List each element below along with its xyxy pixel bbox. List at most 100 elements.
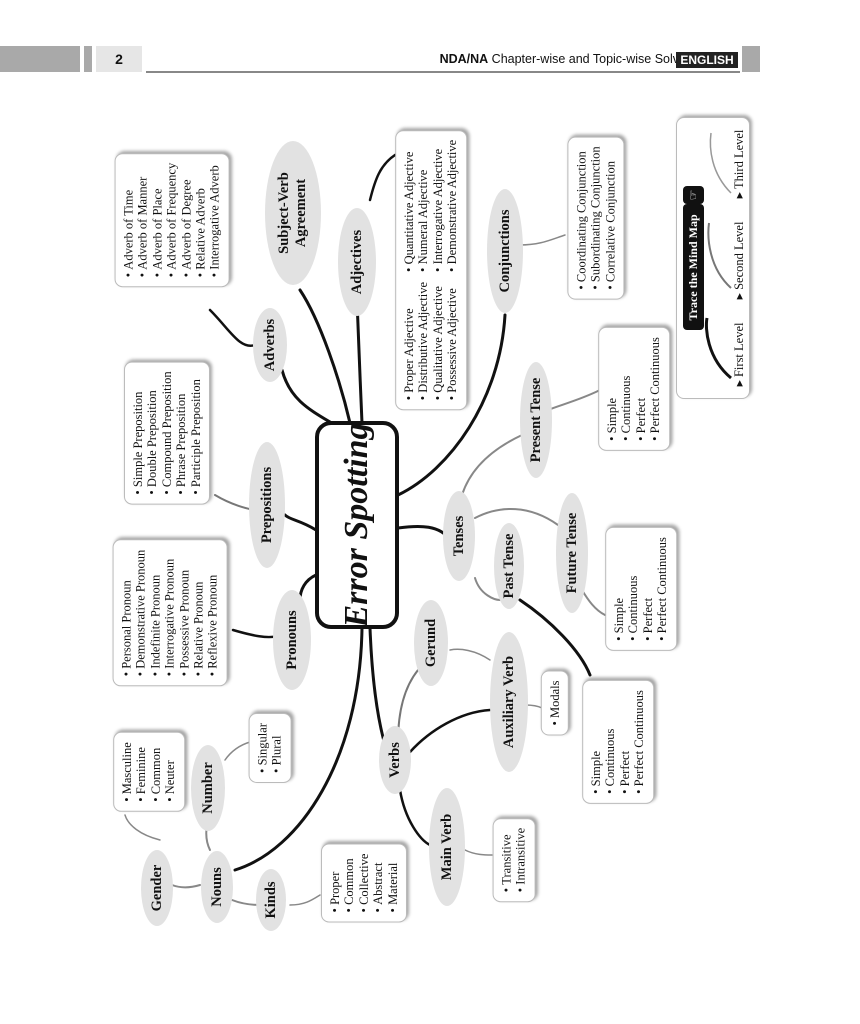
list-item: Transitive	[500, 828, 514, 892]
node-prepositions-label: Prepositions	[258, 466, 275, 544]
third-level-curve	[709, 132, 732, 194]
node-gender: Gender	[141, 850, 173, 926]
list-item: Phrase Preposition	[174, 371, 188, 494]
list-item: Indefinite Pronoun	[148, 550, 162, 677]
node-number-label: Number	[199, 762, 216, 814]
node-main-verb-label: Main Verb	[438, 813, 455, 881]
connector-gender-list	[124, 814, 161, 841]
connector-adjectives-list	[368, 153, 397, 202]
list-item: Simple Preposition	[131, 371, 145, 494]
node-present-tense: Present Tense	[520, 362, 552, 478]
header-bar-left-accent	[84, 46, 92, 72]
list-item: Interrogative Adjective	[431, 140, 445, 272]
list-item: Interrogative Adverb	[208, 163, 222, 277]
node-subject-verb-label: Subject-Verb Agreement	[276, 172, 309, 254]
pointing-hand-icon: ☞	[683, 185, 704, 205]
list-kinds: Proper Common Collective Abstract Materi…	[320, 843, 408, 923]
node-nouns-label: Nouns	[208, 867, 225, 907]
node-past-tense-label: Past Tense	[500, 533, 517, 599]
connector-adjectives	[355, 298, 364, 425]
node-tenses-label: Tenses	[450, 515, 467, 557]
node-subject-verb-agreement: Subject-Verb Agreement	[265, 141, 321, 285]
list-item: Simple	[612, 537, 626, 641]
connector-past-list	[518, 598, 592, 677]
list-main-verb: Transitive Intransitive	[492, 817, 536, 903]
list-item: Adverb of Manner	[136, 163, 150, 277]
level-label: First Level	[732, 322, 746, 378]
level-curves	[704, 132, 732, 380]
list-item: Quantitative Adjective	[402, 140, 416, 272]
arrow-right-icon: ▸	[732, 289, 746, 300]
node-tenses: Tenses	[443, 491, 475, 581]
list-item: Abstract	[371, 854, 385, 913]
node-conjunctions-label: Conjunctions	[496, 209, 513, 293]
node-past-tense: Past Tense	[494, 523, 524, 609]
list-item: Possessive Pronoun	[177, 550, 191, 677]
node-gerund-label: Gerund	[422, 618, 439, 668]
node-gender-label: Gender	[148, 864, 165, 912]
node-adjectives-label: Adjectives	[348, 229, 365, 295]
node-prepositions: Prepositions	[249, 442, 285, 568]
connector-nouns	[233, 626, 364, 872]
list-item: Demonstrative Adjective	[445, 140, 459, 272]
list-item: Plural	[270, 723, 284, 773]
central-topic: Error Spotting	[315, 421, 399, 629]
list-item: Perfect	[634, 337, 648, 441]
node-main-verb: Main Verb	[429, 788, 465, 906]
connector-tenses-present	[461, 434, 523, 496]
node-adverbs: Adverbs	[253, 308, 287, 382]
list-item: Perfect Continuous	[655, 537, 669, 641]
list-adjectives-col-2: Quantitative Adjective Numeral Adjective…	[402, 140, 460, 272]
list-auxiliary-verb: Modals	[540, 670, 570, 736]
list-item: Compound Preposition	[160, 371, 174, 494]
list-item: Numeral Adjective	[417, 140, 431, 272]
list-adjectives: Proper Adjective Distributive Adjective …	[395, 129, 467, 411]
list-item: Simple	[589, 690, 603, 794]
list-past-tense: Simple Continuous Perfect Perfect Contin…	[582, 680, 654, 804]
list-number: Singular Plural	[248, 713, 292, 783]
trace-legend: Trace the Mind Map ☞ ▸ First Level ▸ Sec…	[676, 117, 750, 399]
list-future-tense: Simple Continuous Perfect Perfect Contin…	[605, 527, 677, 651]
list-item: Continuous	[620, 337, 634, 441]
level-first: ▸ First Level	[731, 323, 747, 387]
connector-conjunctions	[396, 313, 507, 497]
list-item: Proper Adjective	[402, 282, 416, 400]
level-third: ▸ Third Level	[731, 130, 747, 199]
list-item: Intransitive	[514, 828, 528, 892]
list-item: Demonstrative Pronoun	[134, 550, 148, 677]
list-item: Personal Pronoun	[120, 550, 134, 677]
connector-tenses-future	[474, 508, 559, 526]
node-conjunctions: Conjunctions	[487, 189, 523, 313]
node-adverbs-label: Adverbs	[261, 318, 278, 372]
list-item: Relative Pronoun	[192, 550, 206, 677]
list-item: Adverb of Place	[150, 163, 164, 277]
level-label: Third Level	[732, 129, 746, 189]
connector-conjunctions-list	[519, 234, 566, 246]
header-rule	[146, 71, 740, 73]
second-level-curve	[707, 222, 732, 289]
list-item: Perfect	[641, 537, 655, 641]
trace-title: Trace the Mind Map	[683, 204, 704, 331]
list-prepositions: Simple Preposition Double Preposition Co…	[123, 361, 211, 505]
first-level-curve	[704, 317, 732, 380]
node-kinds: Kinds	[256, 869, 286, 931]
trace-levels: ▸ First Level ▸ Second Level ▸ Third Lev…	[731, 118, 747, 398]
list-item: Relative Adverb	[194, 163, 208, 277]
list-item: Perfect Continuous	[648, 337, 662, 441]
trace-title-row: Trace the Mind Map ☞	[679, 118, 704, 398]
node-number: Number	[191, 745, 225, 831]
list-item: Continuous	[627, 537, 641, 641]
list-item: Common	[342, 854, 356, 913]
node-kinds-label: Kinds	[262, 881, 279, 919]
node-verbs-label: Verbs	[386, 742, 403, 778]
node-present-tense-label: Present Tense	[527, 377, 544, 463]
node-future-tense-label: Future Tense	[563, 512, 580, 594]
level-second: ▸ Second Level	[731, 222, 747, 300]
connector-verbs	[368, 626, 387, 747]
node-auxiliary-verb-label: Auxiliary Verb	[500, 655, 517, 749]
list-item: Reflexive Pronoun	[206, 550, 220, 677]
list-adverbs: Adverb of Time Adverb of Manner Adverb o…	[114, 152, 230, 288]
list-item: Singular	[256, 723, 270, 773]
list-item: Correlative Conjunction	[603, 146, 617, 289]
